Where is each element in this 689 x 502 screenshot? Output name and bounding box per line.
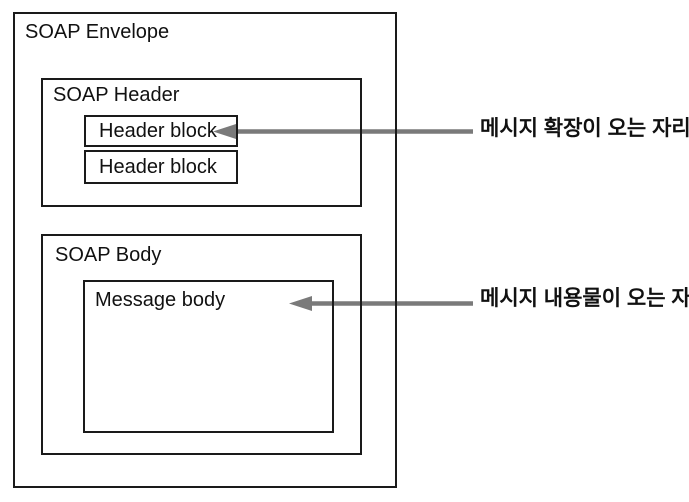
soap-body-box bbox=[41, 234, 362, 455]
arrow-to-header-block bbox=[213, 124, 473, 139]
soap-body-label: SOAP Body bbox=[55, 244, 162, 266]
message-body-label: Message body bbox=[95, 289, 226, 311]
header-block-1-label: Header block bbox=[99, 119, 217, 142]
soap-envelope-label: SOAP Envelope bbox=[25, 21, 170, 43]
header-block-2: Header block bbox=[84, 150, 238, 184]
annotation-message-extension: 메시지 확장이 오는 자리 bbox=[480, 117, 689, 140]
soap-envelope-box bbox=[13, 12, 397, 488]
header-block-1: Header block bbox=[84, 115, 238, 147]
soap-header-label: SOAP Header bbox=[53, 84, 180, 106]
message-body-box bbox=[83, 280, 334, 433]
soap-header-box bbox=[41, 78, 362, 207]
header-block-2-label: Header block bbox=[99, 155, 217, 178]
annotation-message-content: 메시지 내용물이 오는 자리 bbox=[480, 287, 689, 310]
arrow-to-message-body bbox=[289, 296, 473, 311]
